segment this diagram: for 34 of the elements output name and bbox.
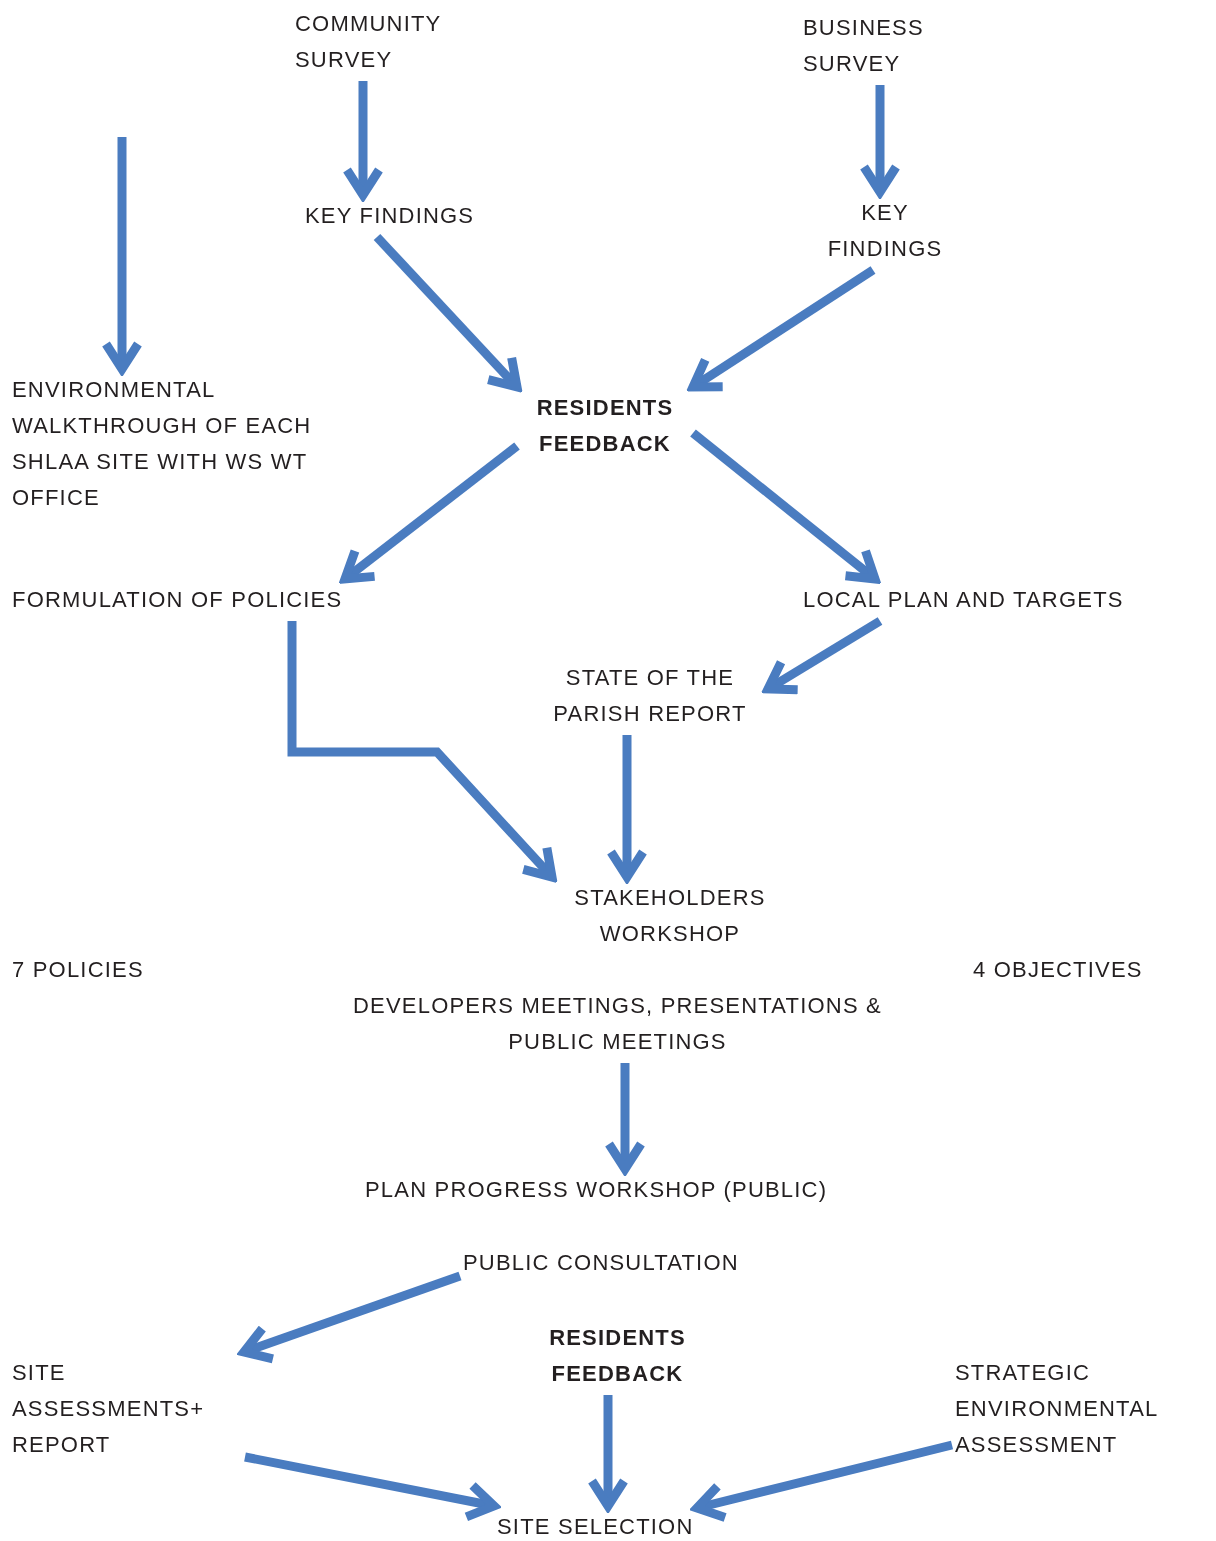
step-label: RESIDENTS FEEDBACK (520, 390, 690, 462)
arrow (342, 81, 384, 200)
arrow (101, 137, 143, 374)
arrow (688, 266, 876, 392)
step-label: COMMUNITY SURVEY (295, 6, 495, 78)
step-label: PLAN PROGRESS WORKSHOP (PUBLIC) (365, 1172, 828, 1208)
step-label: ENVIRONMENTAL WALKTHROUGH OF EACH SHLAA SITE WITH WS WT OFFICE (12, 372, 312, 516)
step-label: PUBLIC CONSULTATION (463, 1245, 739, 1281)
step-label: BUSINESS SURVEY (803, 10, 983, 82)
step-label: KEY FINDINGS (305, 198, 475, 234)
arrow (606, 735, 648, 882)
arrow (239, 1271, 462, 1364)
step-label: DEVELOPERS MEETINGS, PRESENTATIONS & PUBLIC MEETINGS (335, 988, 900, 1060)
arrow (287, 621, 557, 882)
arrow (340, 442, 520, 584)
arrow (859, 85, 901, 197)
step-label: RESIDENTS FEEDBACK (530, 1320, 705, 1392)
arrow (690, 429, 880, 584)
arrow (373, 233, 522, 392)
step-label: STATE OF THE PARISH REPORT (535, 660, 765, 732)
arrow (763, 617, 883, 695)
arrow (587, 1395, 629, 1511)
step-label: STAKEHOLDERS WORKSHOP (555, 880, 785, 952)
step-label: KEY FINDINGS (815, 195, 955, 267)
step-label: SITE SELECTION (497, 1509, 694, 1541)
step-label: FORMULATION OF POLICIES (12, 582, 343, 618)
step-label: STRATEGIC ENVIRONMENTAL ASSESSMENT (955, 1355, 1210, 1463)
step-label: 4 OBJECTIVES (973, 952, 1143, 988)
arrow (692, 1440, 954, 1523)
step-label: LOCAL PLAN AND TARGETS (803, 582, 1124, 618)
step-label: 7 POLICIES (12, 952, 144, 988)
arrow (604, 1063, 646, 1174)
step-label: SITE ASSESSMENTS+ REPORT (12, 1355, 242, 1463)
arrow (244, 1452, 499, 1522)
